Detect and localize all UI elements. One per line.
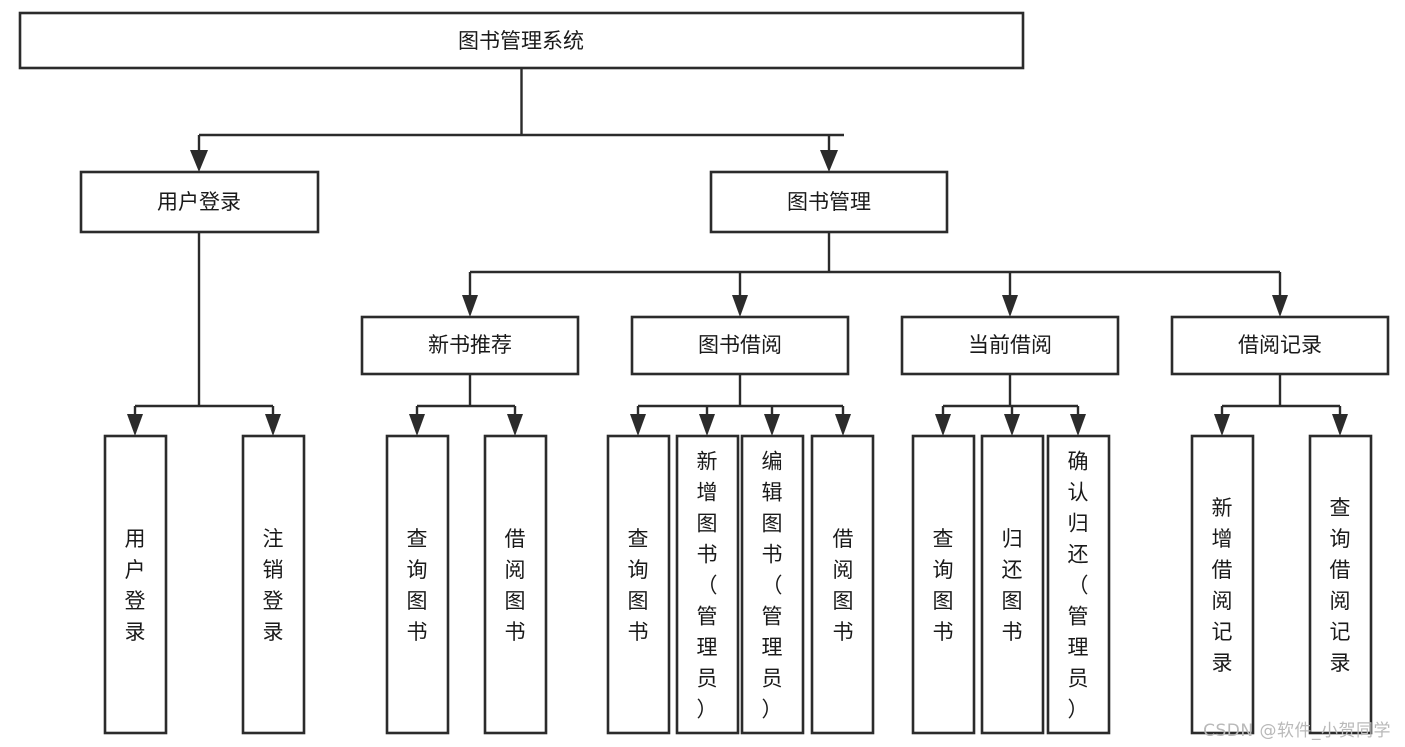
node-book-borrow[interactable]: 图书借阅 <box>630 315 850 376</box>
arrow-head-book-borrow <box>732 295 748 317</box>
arrow-head-leaf-user-login <box>127 414 143 436</box>
node-borrow-record-label: 借阅记录 <box>1238 333 1322 357</box>
connector-group-book-borrow <box>630 374 851 436</box>
connector-group-current-borrow <box>935 374 1086 436</box>
arrow-head-leaf-add-book <box>699 414 715 436</box>
node-leaf-query-book-1[interactable]: 查询图书 <box>385 434 450 735</box>
arrow-head-leaf-query-book-1 <box>409 414 425 436</box>
node-leaf-return-book-box[interactable] <box>980 434 1045 735</box>
node-leaf-confirm-return[interactable]: 确认归还（管理员） <box>1046 434 1111 735</box>
arrow-head-leaf-logout-login <box>265 414 281 436</box>
node-leaf-query-book-3[interactable]: 查询图书 <box>911 434 976 735</box>
node-leaf-add-record-box[interactable] <box>1190 434 1255 735</box>
node-leaf-borrow-book-2[interactable]: 借阅图书 <box>810 434 875 735</box>
node-user-login[interactable]: 用户登录 <box>79 170 320 234</box>
connector-group-book-management <box>462 232 1288 317</box>
node-leaf-borrow-book-2-box[interactable] <box>810 434 875 735</box>
node-leaf-edit-book-label: 编辑图书（管理员） <box>762 450 783 722</box>
arrow-head-leaf-borrow-book-2 <box>835 414 851 436</box>
arrow-head-borrow-record <box>1272 295 1288 317</box>
node-leaf-query-book-3-box[interactable] <box>911 434 976 735</box>
node-book-management-box[interactable] <box>709 170 949 234</box>
arrow-head-leaf-edit-book <box>764 414 780 436</box>
node-leaf-confirm-return-label: 确认归还（管理员） <box>1068 450 1089 722</box>
arrow-head-leaf-query-book-3 <box>935 414 951 436</box>
node-leaf-user-login[interactable]: 用户登录 <box>103 434 168 735</box>
arrow-head-leaf-confirm-return <box>1070 414 1086 436</box>
arrow-head-current-borrow <box>1002 295 1018 317</box>
node-leaf-confirm-return-box[interactable] <box>1046 434 1111 735</box>
arrow-head-book-management <box>820 150 838 172</box>
arrow-head-leaf-add-record <box>1214 414 1230 436</box>
node-user-login-label: 用户登录 <box>157 190 241 214</box>
node-borrow-record-box[interactable] <box>1170 315 1390 376</box>
node-leaf-borrow-book-1[interactable]: 借阅图书 <box>483 434 548 735</box>
node-leaf-add-book[interactable]: 新增图书（管理员） <box>675 434 740 735</box>
node-leaf-add-record[interactable]: 新增借阅记录 <box>1190 434 1255 735</box>
node-root-box[interactable] <box>18 11 1025 70</box>
node-leaf-borrow-book-2-label: 借阅图书 <box>833 527 854 644</box>
node-root-label: 图书管理系统 <box>458 29 584 53</box>
arrow-head-leaf-query-book-2 <box>630 414 646 436</box>
node-leaf-add-book-label: 新增图书（管理员） <box>697 450 718 722</box>
arrow-head-leaf-query-record <box>1332 414 1348 436</box>
node-leaf-query-book-3-label: 查询图书 <box>933 527 954 644</box>
node-leaf-query-book-2[interactable]: 查询图书 <box>606 434 671 735</box>
node-leaf-logout-login[interactable]: 注销登录 <box>241 434 306 735</box>
node-new-book-recommend-label: 新书推荐 <box>428 333 512 357</box>
node-leaf-return-book[interactable]: 归还图书 <box>980 434 1045 735</box>
connector-group-borrow-record <box>1214 374 1348 436</box>
node-book-borrow-box[interactable] <box>630 315 850 376</box>
arrow-head-new-book-recommend <box>462 295 478 317</box>
node-leaf-query-book-2-label: 查询图书 <box>628 527 649 644</box>
node-book-borrow-label: 图书借阅 <box>698 333 782 357</box>
node-current-borrow[interactable]: 当前借阅 <box>900 315 1120 376</box>
node-leaf-user-login-label: 用户登录 <box>125 527 146 644</box>
node-leaf-query-book-2-box[interactable] <box>606 434 671 735</box>
node-current-borrow-box[interactable] <box>900 315 1120 376</box>
node-book-management[interactable]: 图书管理 <box>709 170 949 234</box>
node-leaf-query-record[interactable]: 查询借阅记录 <box>1308 434 1373 735</box>
connector-group-root <box>190 68 844 172</box>
node-leaf-logout-login-label: 注销登录 <box>263 527 284 644</box>
node-leaf-query-book-1-label: 查询图书 <box>407 527 428 644</box>
node-book-management-label: 图书管理 <box>787 190 871 214</box>
node-borrow-record[interactable]: 借阅记录 <box>1170 315 1390 376</box>
node-leaf-return-book-label: 归还图书 <box>1002 527 1023 644</box>
node-new-book-recommend-box[interactable] <box>360 315 580 376</box>
node-leaf-query-record-box[interactable] <box>1308 434 1373 735</box>
node-leaf-logout-login-box[interactable] <box>241 434 306 735</box>
node-leaf-add-book-box[interactable] <box>675 434 740 735</box>
node-leaf-query-record-label: 查询借阅记录 <box>1330 496 1351 675</box>
connector-group-user-login <box>127 232 281 436</box>
node-new-book-recommend[interactable]: 新书推荐 <box>360 315 580 376</box>
arrow-head-leaf-return-book <box>1004 414 1020 436</box>
node-leaf-edit-book[interactable]: 编辑图书（管理员） <box>740 434 805 735</box>
arrow-head-leaf-borrow-book-1 <box>507 414 523 436</box>
node-leaf-user-login-box[interactable] <box>103 434 168 735</box>
node-leaf-edit-book-box[interactable] <box>740 434 805 735</box>
arrow-head-user-login <box>190 150 208 172</box>
node-leaf-query-book-1-box[interactable] <box>385 434 450 735</box>
node-user-login-box[interactable] <box>79 170 320 234</box>
node-leaf-borrow-book-1-box[interactable] <box>483 434 548 735</box>
node-root[interactable]: 图书管理系统 <box>18 11 1025 70</box>
node-current-borrow-label: 当前借阅 <box>968 333 1052 357</box>
node-leaf-add-record-label: 新增借阅记录 <box>1212 496 1233 675</box>
node-leaf-borrow-book-1-label: 借阅图书 <box>505 527 526 644</box>
connector-group-new-book-recommend <box>409 374 523 436</box>
